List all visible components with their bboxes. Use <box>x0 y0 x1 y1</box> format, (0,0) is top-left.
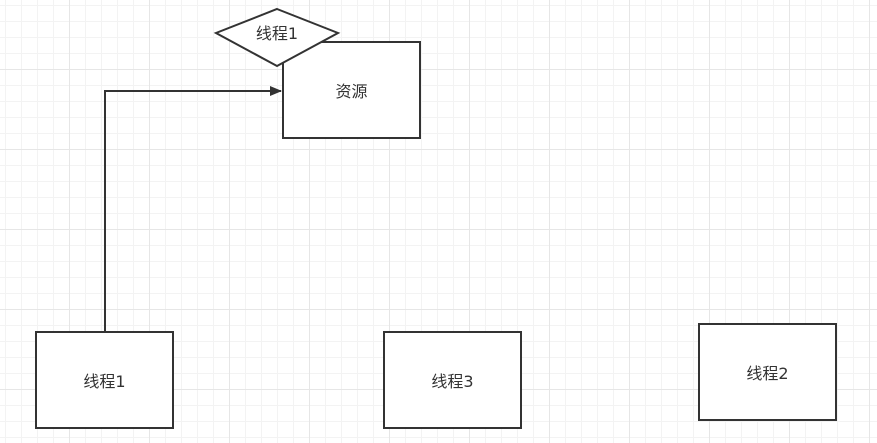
lock-holder-diamond[interactable]: 线程1 <box>213 7 341 68</box>
resource-label: 资源 <box>335 82 367 101</box>
thread2-label: 线程2 <box>746 364 788 383</box>
thread3-label: 线程3 <box>431 372 473 391</box>
thread1-label: 线程1 <box>83 372 125 391</box>
resource-node[interactable]: 资源 <box>282 41 421 139</box>
thread3-node[interactable]: 线程3 <box>383 331 522 429</box>
thread2-node[interactable]: 线程2 <box>698 323 837 421</box>
thread1-node[interactable]: 线程1 <box>35 331 174 429</box>
lock-holder-label: 线程1 <box>256 24 298 43</box>
thread1-to-resource-connector[interactable] <box>104 86 282 331</box>
